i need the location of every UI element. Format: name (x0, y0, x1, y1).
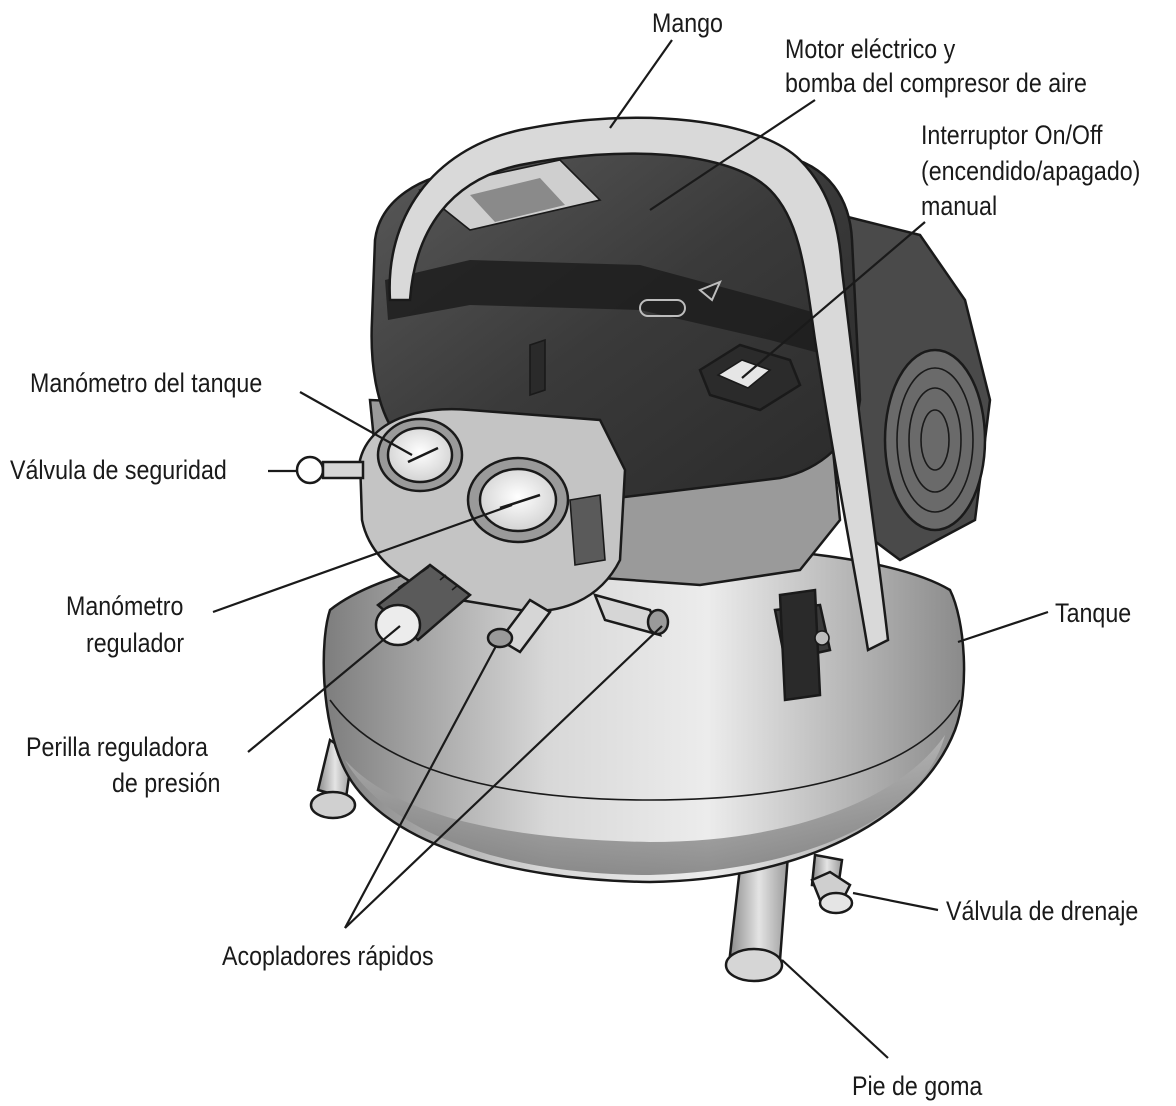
label-regulated-gauge-line1: Manómetro (66, 591, 183, 621)
label-drain-valve: Válvula de drenaje (946, 896, 1138, 926)
label-rubber-foot: Pie de goma (852, 1071, 982, 1101)
drain-valve (812, 872, 852, 913)
label-switch-line2: (encendido/apagado) (921, 156, 1140, 186)
label-tank-gauge: Manómetro del tanque (30, 368, 262, 398)
label-couplers: Acopladores rápidos (222, 941, 434, 971)
label-switch-line3: manual (921, 191, 997, 221)
label-switch-line1: Interruptor On/Off (921, 120, 1103, 150)
compressor-illustration (297, 118, 990, 981)
regulated-pressure-gauge (468, 458, 568, 542)
label-safety-valve: Válvula de seguridad (10, 455, 227, 485)
label-tank: Tanque (1055, 598, 1131, 628)
leader-rubber-foot (782, 960, 888, 1058)
leader-mango (610, 40, 672, 128)
label-knob-line1: Perilla reguladora (26, 732, 208, 762)
label-mango: Mango (652, 8, 723, 38)
label-motor-line2: bomba del compresor de aire (785, 68, 1087, 98)
tank-pressure-gauge (378, 419, 462, 491)
leader-tank (958, 612, 1048, 642)
leader-drain-valve (853, 893, 938, 910)
label-regulated-gauge-line2: regulador (86, 628, 184, 658)
label-motor-line1: Motor eléctrico y (785, 34, 956, 64)
safety-valve (297, 457, 363, 483)
label-knob-line2: de presión (112, 768, 220, 798)
